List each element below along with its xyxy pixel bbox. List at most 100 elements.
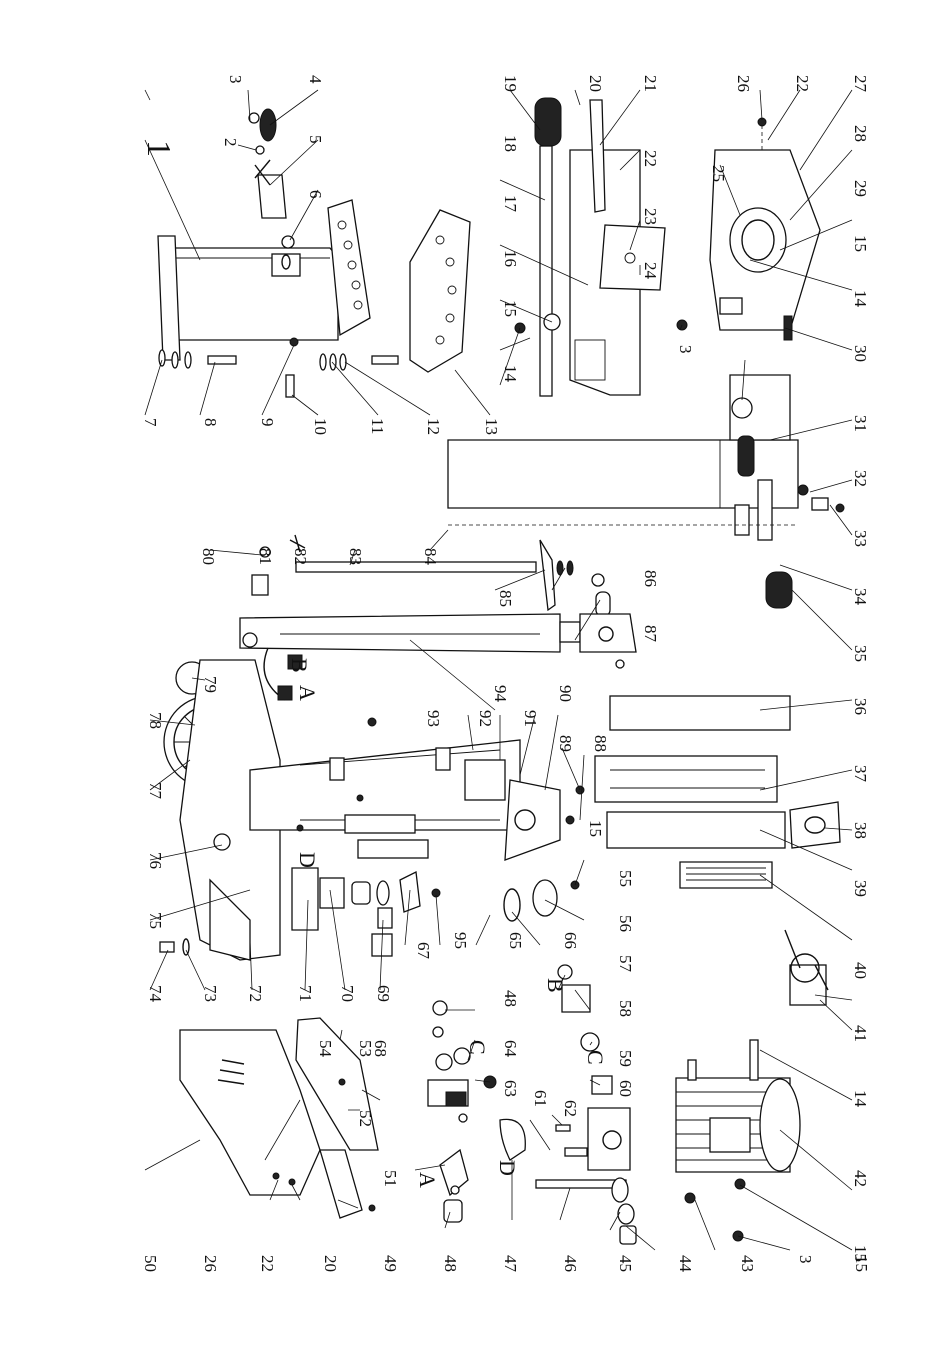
part-number-l78: 78 — [146, 712, 165, 729]
part-number-r42: 42 — [851, 1170, 870, 1187]
part-number-l10: 10 — [311, 418, 330, 435]
connector-d-bottom: D — [495, 1160, 520, 1176]
part-number-r33: 33 — [851, 530, 870, 547]
part-number-l49: 49 — [381, 1255, 400, 1272]
part-number-r48: 48 — [501, 990, 520, 1007]
pipe-fittings — [439, 964, 613, 1223]
part-number-r93: 93 — [424, 710, 443, 727]
part-number-r57: 57 — [616, 955, 635, 973]
part-number-r60: 60 — [616, 1080, 635, 1097]
part-number-r25: 25 — [709, 165, 728, 182]
switch-box — [784, 929, 829, 1006]
part-number-l77: 77 — [146, 782, 165, 800]
part-number-r55: 55 — [616, 870, 635, 887]
part-number-r54: 54 — [316, 1040, 335, 1058]
part-number-r91: 91 — [521, 710, 540, 727]
part-number-r22b: 22 — [793, 75, 812, 92]
part-number-r27: 27 — [851, 75, 870, 93]
part-number-r14b: 14 — [851, 290, 870, 308]
part-number-r59: 59 — [616, 1050, 635, 1067]
part-number-r14: 14 — [501, 365, 520, 383]
part-number-r17: 17 — [501, 195, 520, 213]
part-number-l3b: 3 — [796, 1255, 815, 1264]
part-number-r26: 26 — [734, 75, 753, 92]
part-number-r53: 53 — [356, 1040, 375, 1057]
part-number-l75: 75 — [146, 912, 165, 929]
handle-latch-parts — [248, 108, 295, 249]
part-number-r89: 89 — [556, 735, 575, 752]
part-number-r39: 39 — [851, 880, 870, 897]
part-number-r61: 61 — [531, 1090, 550, 1107]
part-number-l12: 12 — [424, 418, 443, 435]
part-number-r66: 66 — [561, 932, 580, 949]
part-number-l83: 83 — [346, 548, 365, 565]
part-number-l74: 74 — [146, 985, 165, 1003]
electric-motor — [675, 1039, 801, 1242]
part-number-r14c: 14 — [851, 1090, 870, 1108]
part-number-r15b: 15 — [851, 235, 870, 252]
pump — [535, 1107, 637, 1245]
part-number-r64: 64 — [501, 1040, 520, 1058]
part-number-l7: 7 — [141, 418, 160, 427]
connector-d-mid: D — [295, 852, 320, 868]
part-number-l4: 4 — [306, 75, 325, 84]
part-number-r87: 87 — [641, 625, 660, 643]
part-number-r21: 21 — [641, 75, 660, 92]
part-number-l47: 47 — [501, 1255, 520, 1273]
part-number-r37: 37 — [851, 765, 870, 783]
main-housing — [179, 659, 585, 961]
main-beam — [447, 374, 845, 609]
part-number-l68: 68 — [371, 1040, 390, 1057]
part-number-l5: 5 — [306, 135, 325, 144]
part-number-r29: 29 — [851, 180, 870, 197]
part-number-r90: 90 — [556, 685, 575, 702]
part-number-r65: 65 — [506, 932, 525, 949]
part-number-r16: 16 — [501, 250, 520, 267]
part-number-l70: 70 — [338, 985, 357, 1002]
part-number-l45: 45 — [616, 1255, 635, 1272]
part-number-l76: 76 — [146, 852, 165, 869]
guide-bracket — [569, 99, 666, 396]
connector-a-top: A — [295, 685, 320, 701]
part-number-l15b: 15 — [852, 1255, 871, 1272]
connector-b-top: B — [287, 658, 312, 673]
part-number-r20: 20 — [586, 75, 605, 92]
part-number-r30: 30 — [851, 345, 870, 362]
connector-b-right: B — [543, 978, 568, 993]
part-number-r94: 94 — [491, 685, 510, 703]
connector-c-mid: C — [465, 1040, 490, 1055]
part-number-l13: 13 — [482, 418, 501, 435]
part-number-l81: 81 — [256, 548, 275, 565]
leader-lines — [144, 89, 853, 1251]
part-number-r95: 95 — [451, 932, 470, 949]
part-number-l2: 2 — [221, 138, 240, 147]
part-number-r24: 24 — [641, 262, 660, 280]
part-number-l72: 72 — [246, 985, 265, 1002]
part-number-r56: 56 — [616, 915, 635, 932]
part-number-r88: 88 — [591, 735, 610, 752]
part-number-l8: 8 — [201, 418, 220, 427]
part-number-l79: 79 — [201, 676, 220, 693]
part-number-l80: 80 — [199, 548, 218, 565]
part-number-l82: 82 — [291, 548, 310, 565]
part-number-l84: 84 — [421, 548, 440, 566]
lever-handle-assembly — [514, 97, 562, 397]
connector-a-bottom: A — [415, 1172, 440, 1188]
part-number-l20: 20 — [321, 1255, 340, 1272]
part-number-r38: 38 — [851, 822, 870, 839]
part-number-r41: 41 — [851, 1025, 870, 1042]
part-number-l6: 6 — [306, 190, 325, 199]
figure-number: 1 — [140, 140, 177, 157]
part-number-r67: 67 — [414, 942, 433, 960]
oil-tank-parts — [291, 867, 580, 957]
part-number-l48b: 48 — [441, 1255, 460, 1272]
part-number-l26: 26 — [201, 1255, 220, 1272]
part-number-r19: 19 — [501, 75, 520, 92]
part-number-r15c: 15 — [586, 820, 605, 837]
part-number-r92: 92 — [476, 710, 495, 727]
part-number-r52: 52 — [356, 1110, 375, 1127]
control-valve-block — [427, 1000, 497, 1123]
guide-plates — [594, 695, 841, 889]
